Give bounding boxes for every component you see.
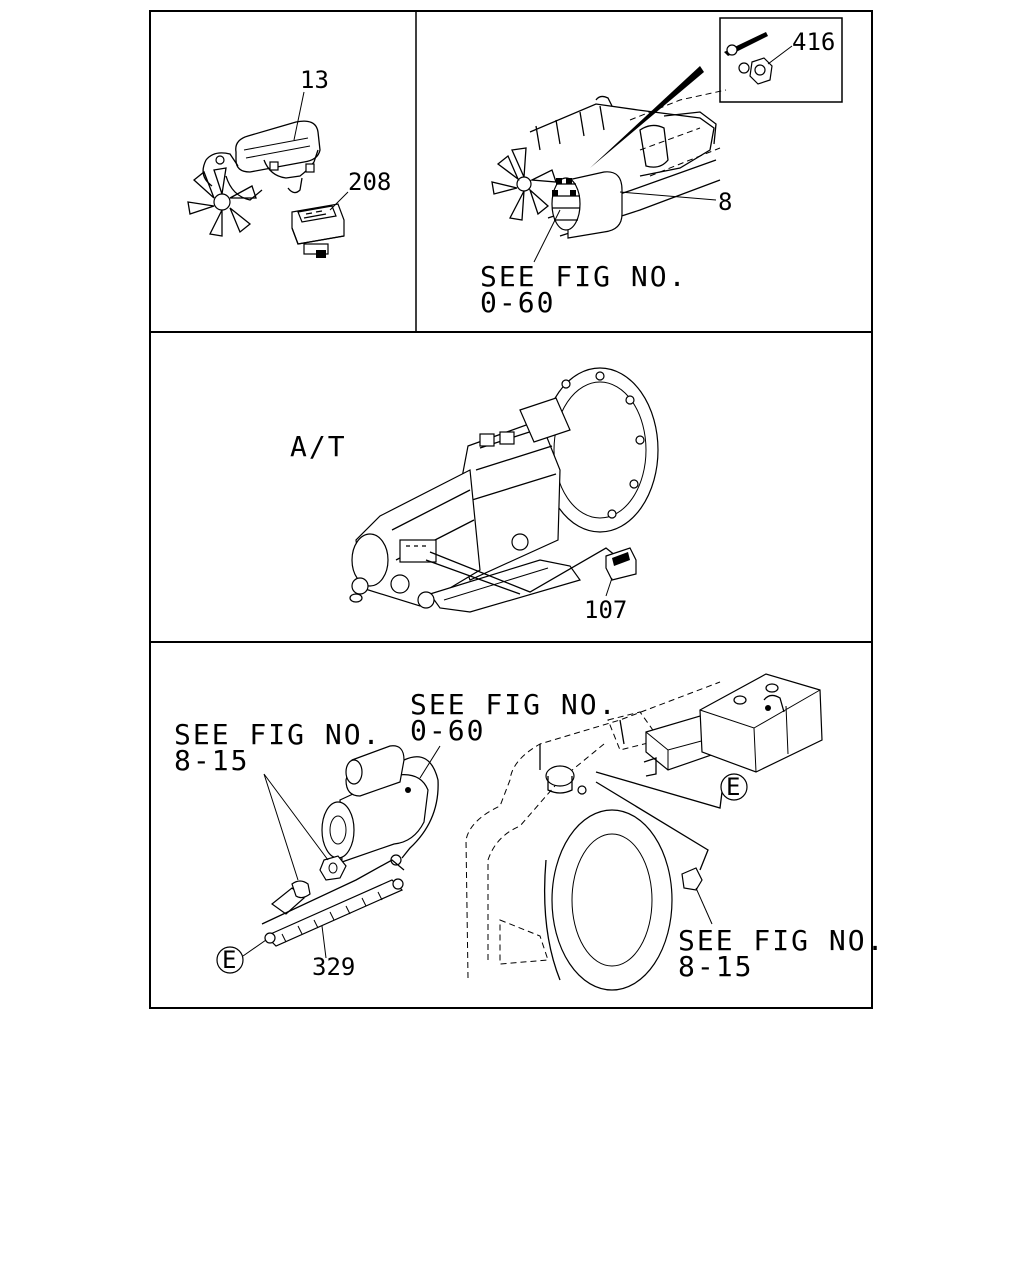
callout-208: 208 xyxy=(348,168,391,196)
starter-motor-illustration-2 xyxy=(321,745,439,866)
ground-cable-329-illustration xyxy=(261,859,405,947)
fan-illustration xyxy=(187,167,257,237)
transmission-illustration xyxy=(349,367,659,613)
see-fig-bottom-right-line1: SEE FIG NO. xyxy=(678,924,885,957)
ground-terminal-illustration xyxy=(681,867,703,891)
panel-starter-mount: 416 8 SEE FIG N xyxy=(480,17,843,319)
connector-marker-e-left xyxy=(216,946,244,974)
connector-marker-e-right xyxy=(720,773,748,801)
see-fig-bottom-left-line2: 8-15 xyxy=(174,744,249,777)
callout-329: 329 xyxy=(312,953,355,981)
engine-cover-illustration xyxy=(202,120,321,201)
see-fig-bottom-right-line2: 8-15 xyxy=(678,950,753,983)
see-fig-top-right-line2: 0-60 xyxy=(480,286,555,319)
vehicle-body-illustration xyxy=(465,681,721,991)
see-fig-bottom-top-line2: 0-60 xyxy=(410,714,485,747)
panel-automatic-transmission: A/T xyxy=(290,367,659,624)
starter-motor-illustration xyxy=(551,171,623,239)
bolt-nut-illustration xyxy=(271,855,347,915)
see-fig-top-right-line1: SEE FIG NO. xyxy=(480,260,687,293)
relay-block-illustration xyxy=(291,203,345,258)
detail-inset-box xyxy=(719,17,843,103)
callout-107: 107 xyxy=(584,596,627,624)
at-label: A/T xyxy=(290,430,347,463)
marker-e-right-label: E xyxy=(726,773,740,801)
panel-starter-battery: SEE FIG NO. 8-15 SEE FIG NO. 0-60 xyxy=(174,673,885,991)
see-fig-bottom-top-line1: SEE FIG NO. xyxy=(410,688,617,721)
diagram-frame xyxy=(149,10,873,1009)
panel-engine-harness: 13 208 xyxy=(187,66,391,258)
connector-107-illustration xyxy=(605,547,637,581)
marker-e-left-label: E xyxy=(222,946,236,974)
callout-13: 13 xyxy=(300,66,329,94)
see-fig-bottom-left-line1: SEE FIG NO. xyxy=(174,718,381,751)
fan-illustration-2 xyxy=(491,147,557,221)
battery-illustration xyxy=(699,673,823,773)
callout-8: 8 xyxy=(718,188,732,216)
callout-416: 416 xyxy=(792,28,835,56)
